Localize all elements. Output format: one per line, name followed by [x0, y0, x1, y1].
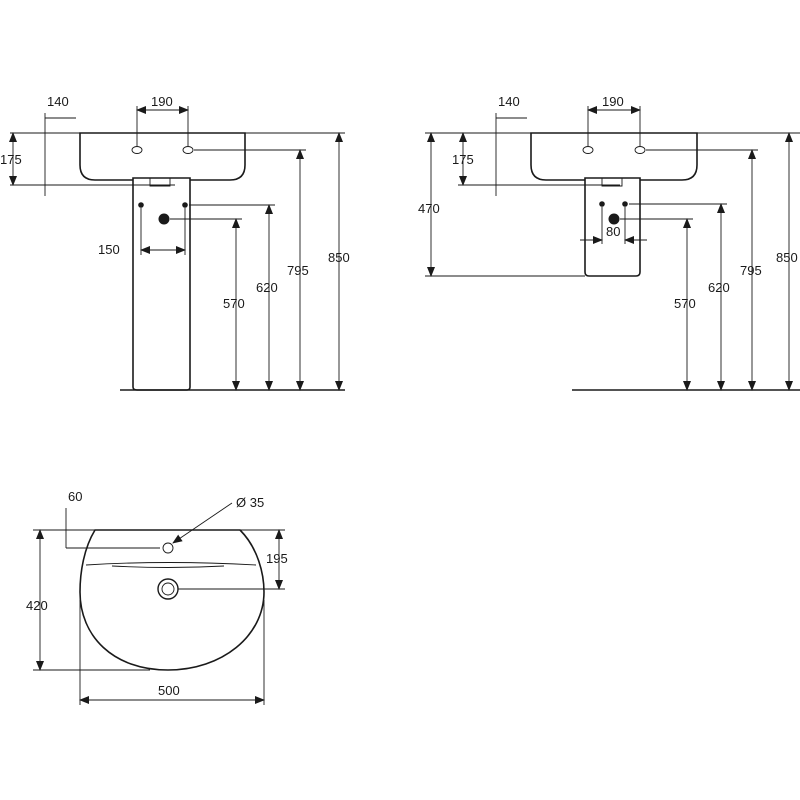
semi-dim-label-795: 795 — [740, 263, 762, 278]
semi-tap-hole-left — [582, 146, 594, 154]
tap-hole-left — [131, 146, 143, 154]
plan-tap-hole — [162, 542, 174, 554]
semi-basin — [530, 132, 698, 181]
plan-dim-label-195: 195 — [266, 551, 288, 566]
plan-dim-label-500: 500 — [158, 683, 180, 698]
plan-dim-label-420: 420 — [26, 598, 48, 613]
plan-dim-label-diameter: Ø 35 — [236, 495, 264, 510]
semi-waste-point — [608, 213, 620, 225]
front-view-pedestal: 140 190 175 150 570 620 795 850 — [0, 94, 350, 391]
semi-dim-label-190: 190 — [602, 94, 624, 109]
front-basin — [79, 132, 246, 181]
plan-view: 420 60 Ø 35 195 500 — [26, 489, 288, 705]
semi-dim-label-80: 80 — [606, 224, 620, 239]
waste-point — [158, 213, 170, 225]
dim-label-175: 175 — [0, 152, 22, 167]
plan-basin-outline — [79, 529, 265, 671]
dim-label-795: 795 — [287, 263, 309, 278]
tap-hole-right — [182, 146, 194, 154]
semi-dim-label-175: 175 — [452, 152, 474, 167]
front-view-semi-pedestal: 140 190 175 470 80 570 620 795 850 — [418, 94, 800, 391]
pedestal — [132, 177, 191, 391]
supply-point-left — [138, 202, 144, 208]
semi-supply-point-left — [599, 201, 605, 207]
semi-dim-label-570: 570 — [674, 296, 696, 311]
semi-dim-label-620: 620 — [708, 280, 730, 295]
semi-dim-label-470: 470 — [418, 201, 440, 216]
dim-label-150: 150 — [98, 242, 120, 257]
dim-label-570: 570 — [223, 296, 245, 311]
supply-point-right — [182, 202, 188, 208]
dim-label-850: 850 — [328, 250, 350, 265]
plan-dim-label-60: 60 — [68, 489, 82, 504]
semi-tap-hole-right — [634, 146, 646, 154]
dim-label-620: 620 — [256, 280, 278, 295]
semi-dim-label-850: 850 — [776, 250, 798, 265]
dim-label-190: 190 — [151, 94, 173, 109]
plan-waste-inner — [161, 582, 175, 596]
dim-label-140: 140 — [47, 94, 69, 109]
semi-supply-point-right — [622, 201, 628, 207]
semi-dim-label-140: 140 — [498, 94, 520, 109]
